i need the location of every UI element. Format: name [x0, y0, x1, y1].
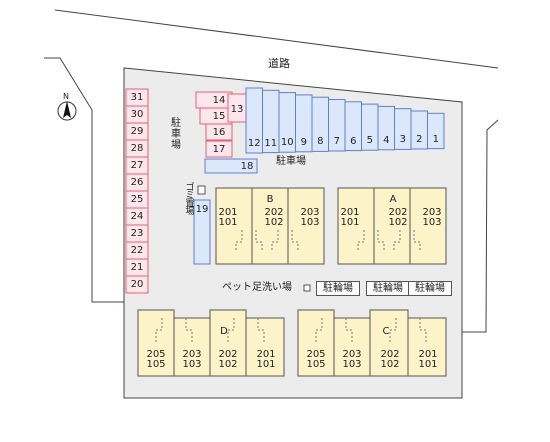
road-label: 道路 — [268, 57, 290, 70]
parking-column-left — [125, 88, 149, 294]
parking-label-25: 25 — [130, 194, 144, 205]
trash-label-3: 置 — [185, 199, 195, 209]
parking-label-4: 4 — [383, 134, 390, 146]
parking-19-label: 19 — [195, 204, 209, 215]
parking-top-row — [245, 87, 445, 154]
unit-b-203[interactable]: 203 — [300, 207, 320, 218]
parking-label-5: 5 — [366, 135, 373, 147]
parking-label-13: 13 — [230, 104, 244, 115]
parking-space-18[interactable] — [204, 158, 258, 174]
building-a-label: A — [389, 194, 397, 205]
unit-a-203[interactable]: 203 — [422, 207, 442, 218]
unit-a-201[interactable]: 201 — [340, 207, 360, 218]
parking-label-22: 22 — [130, 245, 144, 256]
unit-c-201[interactable]: 201 — [418, 349, 438, 360]
unit-b-101[interactable]: 101 — [218, 217, 238, 228]
road-edge-line — [54, 9, 499, 69]
parking-label-16: 16 — [212, 127, 226, 138]
parking-label-23: 23 — [130, 228, 144, 239]
right-boundary-line — [462, 119, 499, 333]
unit-b-202[interactable]: 202 — [264, 207, 284, 218]
unit-a-102[interactable]: 102 — [388, 217, 408, 228]
trash-label-2: ミ — [185, 191, 195, 201]
parking-label-24: 24 — [130, 211, 144, 222]
unit-d-102[interactable]: 102 — [218, 359, 238, 370]
parking-label-14: 14 — [212, 95, 226, 106]
unit-a-101[interactable]: 101 — [340, 217, 360, 228]
unit-c-205[interactable]: 205 — [306, 349, 326, 360]
parking-18-label: 18 — [240, 161, 254, 172]
trash-box — [197, 185, 206, 195]
parking-label-9: 9 — [300, 136, 307, 148]
building-c-label: C — [382, 326, 390, 337]
parking-label-left-2: 車 — [171, 129, 181, 140]
parking-space-17[interactable] — [205, 140, 233, 158]
parking-pink-upper — [195, 91, 247, 158]
parking-label-left-1: 駐 — [171, 118, 181, 129]
parking-label-21: 21 — [130, 262, 144, 273]
building-d-label: D — [220, 326, 228, 337]
parking-label-2: 2 — [416, 134, 423, 145]
unit-d-203[interactable]: 203 — [182, 349, 202, 360]
parking-label-main: 駐車場 — [276, 156, 306, 167]
parking-label-6: 6 — [350, 135, 357, 147]
parking-label-8: 8 — [317, 136, 324, 148]
parking-label-29: 29 — [130, 126, 144, 137]
unit-c-105[interactable]: 105 — [306, 359, 326, 370]
pet-wash-label: ペット足洗い場 — [222, 282, 292, 293]
unit-b-103[interactable]: 103 — [300, 217, 320, 228]
left-boundary-line — [44, 57, 124, 303]
parking-label-17: 17 — [212, 144, 226, 155]
parking-space-19[interactable] — [193, 199, 211, 265]
unit-c-101[interactable]: 101 — [418, 359, 438, 370]
building-c — [297, 309, 447, 377]
bike-parking-3: 駐輪場 — [408, 281, 452, 296]
unit-b-102[interactable]: 102 — [264, 217, 284, 228]
parking-label-20: 20 — [130, 279, 144, 290]
parking-label-31: 31 — [130, 92, 144, 103]
unit-c-202[interactable]: 202 — [380, 349, 400, 360]
parking-label-28: 28 — [130, 143, 144, 154]
parking-label-3: 3 — [399, 134, 406, 146]
unit-d-205[interactable]: 205 — [146, 349, 166, 360]
building-b-label: B — [266, 194, 274, 205]
parking-label-left-3: 場 — [171, 140, 181, 151]
parking-label-1: 1 — [432, 133, 439, 145]
parking-label-26: 26 — [130, 177, 144, 188]
unit-d-202[interactable]: 202 — [218, 349, 238, 360]
unit-c-203[interactable]: 203 — [342, 349, 362, 360]
north-label: N — [63, 92, 69, 101]
parking-space-1[interactable] — [427, 112, 445, 150]
unit-d-103[interactable]: 103 — [182, 359, 202, 370]
parking-space-20[interactable] — [125, 275, 149, 294]
building-a — [337, 187, 447, 265]
compass-icon — [57, 101, 77, 121]
unit-d-201[interactable]: 201 — [256, 349, 276, 360]
unit-c-102[interactable]: 102 — [380, 359, 400, 370]
parking-label-12: 12 — [247, 138, 261, 149]
parking-label-7: 7 — [333, 136, 340, 147]
parking-label-10: 10 — [280, 137, 294, 149]
parking-label-30: 30 — [130, 109, 144, 120]
parking-label-27: 27 — [130, 160, 144, 171]
unit-d-105[interactable]: 105 — [146, 359, 166, 370]
building-d — [137, 309, 285, 377]
unit-a-103[interactable]: 103 — [422, 217, 442, 228]
unit-b-201[interactable]: 201 — [218, 207, 238, 218]
bike-parking-1: 駐輪場 — [316, 281, 360, 296]
parking-label-11: 11 — [264, 137, 278, 149]
trash-label-4: 場 — [185, 207, 195, 217]
unit-d-101[interactable]: 101 — [256, 359, 276, 370]
unit-a-202[interactable]: 202 — [388, 207, 408, 218]
pet-wash-box — [303, 284, 311, 292]
bike-parking-2: 駐輪場 — [366, 281, 410, 296]
parking-space-16[interactable] — [205, 123, 233, 141]
unit-c-103[interactable]: 103 — [342, 359, 362, 370]
trash-label-1: ゴ — [185, 183, 195, 193]
building-b — [215, 187, 325, 265]
parking-label-15: 15 — [212, 111, 226, 122]
